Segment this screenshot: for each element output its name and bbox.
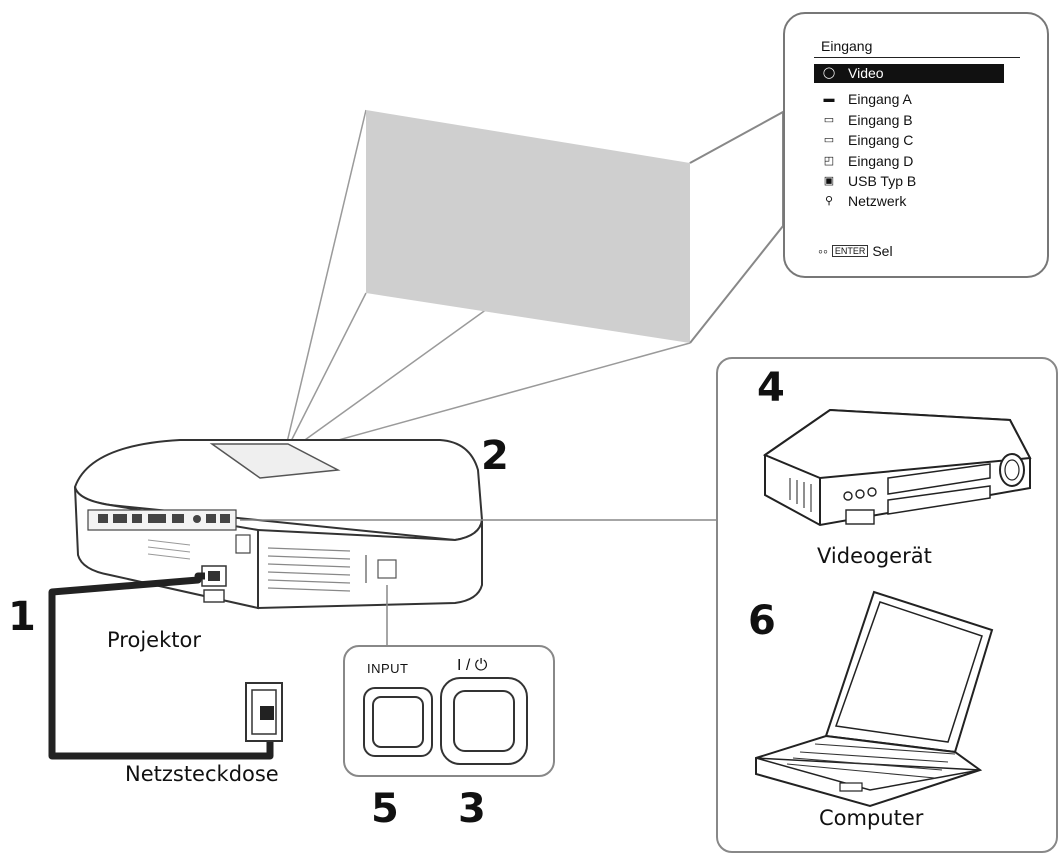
step-number-6: 6 (748, 598, 776, 644)
usb-port-icon: ▣ (823, 175, 835, 187)
menu-footer-label: Sel (872, 243, 893, 259)
control-panel-callout: INPUT I / ⏻ (343, 645, 555, 777)
menu-item-label: USB Typ B (848, 173, 917, 189)
input-button[interactable] (363, 687, 433, 757)
input-button-label: INPUT (367, 661, 409, 676)
menu-item-label: Eingang D (848, 153, 914, 169)
power-button-label: I / ⏻ (457, 657, 488, 674)
menu-item-eingang-b[interactable]: ▭ Eingang B (814, 111, 1004, 130)
menu-item-label: Eingang C (848, 132, 914, 148)
laptop (755, 590, 994, 808)
power-button-face (453, 690, 515, 752)
computer-label: Computer (819, 806, 924, 830)
circle-icon: ◯ (822, 67, 836, 79)
monitor-port-icon: ◰ (823, 155, 835, 167)
video-device-label: Videogerät (817, 544, 932, 568)
hdmi-port-icon: ▭ (823, 114, 835, 126)
projector-label: Projektor (107, 628, 201, 652)
menu-item-label: Eingang A (848, 91, 912, 107)
step-number-4: 4 (757, 365, 785, 411)
menu-divider (814, 57, 1020, 58)
input-button-face (372, 696, 424, 748)
arrow-keys-icon: ◦◦ (818, 243, 832, 259)
menu-callout-pointer (689, 110, 784, 344)
power-button[interactable] (440, 677, 528, 765)
step-number-5: 5 (371, 786, 399, 832)
menu-item-usb-typ-b[interactable]: ▣ USB Typ B (814, 172, 1004, 191)
menu-item-netzwerk[interactable]: ⚲ Netzwerk (814, 192, 1004, 211)
input-menu-callout: Eingang ◯ Video ▬ Eingang A ▭ Eingang B … (783, 12, 1049, 278)
menu-item-eingang-c[interactable]: ▭ Eingang C (814, 131, 1004, 150)
power-cable (48, 572, 274, 760)
enter-key-icon: ENTER (831, 245, 869, 257)
input-menu-title: Eingang (821, 38, 873, 54)
network-icon: ⚲ (824, 195, 834, 207)
menu-item-eingang-a[interactable]: ▬ Eingang A (814, 90, 1004, 109)
vga-port-icon: ▬ (823, 93, 835, 105)
projector (73, 439, 716, 645)
menu-item-label: Video (848, 65, 884, 81)
step-number-1: 1 (8, 594, 36, 640)
step-number-3: 3 (458, 786, 486, 832)
projected-image (366, 110, 690, 343)
source-devices-box (716, 357, 1058, 853)
menu-item-video[interactable]: ◯ Video (814, 64, 1004, 83)
input-menu: Eingang ◯ Video ▬ Eingang A ▭ Eingang B … (810, 36, 1020, 264)
step-number-2: 2 (481, 433, 509, 479)
outlet-label: Netzsteckdose (125, 762, 279, 786)
menu-item-label: Eingang B (848, 112, 913, 128)
video-device (762, 408, 1032, 527)
menu-item-label: Netzwerk (848, 193, 907, 209)
hdmi-port-icon: ▭ (823, 134, 835, 146)
menu-item-eingang-d[interactable]: ◰ Eingang D (814, 152, 1004, 171)
wall-outlet (245, 682, 283, 742)
